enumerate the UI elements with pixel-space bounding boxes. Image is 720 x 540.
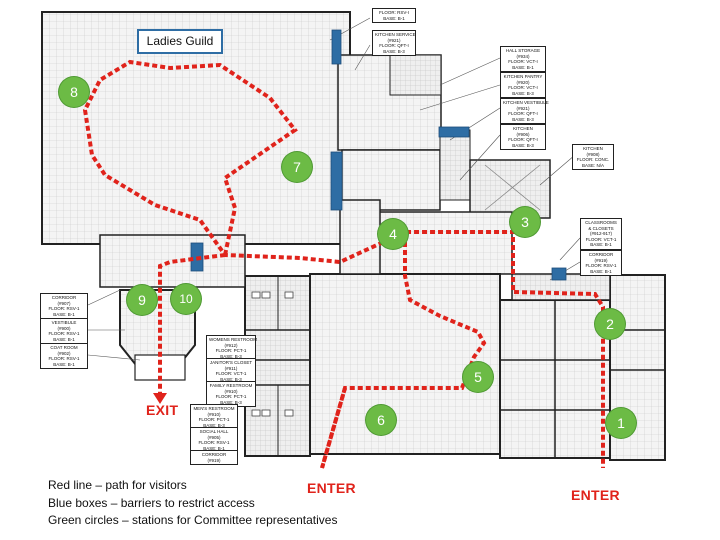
- exit-label: EXIT: [146, 402, 179, 418]
- station-4: 4: [378, 219, 408, 249]
- barrier-hall-right: [330, 151, 343, 211]
- station-1: 1: [606, 408, 636, 438]
- station-7: 7: [282, 152, 312, 182]
- station-10: 10: [171, 284, 201, 314]
- enter-right-label: ENTER: [571, 487, 620, 503]
- station-6: 6: [366, 405, 396, 435]
- station-5: 5: [463, 362, 493, 392]
- legend-green-circles: Green circles – stations for Committee r…: [48, 513, 338, 527]
- station-2: 2: [595, 309, 625, 339]
- exit-arrow: [153, 393, 167, 404]
- legend-red-line: Red line – path for visitors: [48, 478, 187, 492]
- classrooms-block: [499, 273, 666, 461]
- ladies-guild-label: Ladies Guild: [137, 29, 223, 54]
- barriers: [190, 29, 567, 281]
- barrier-corridor: [551, 267, 567, 281]
- enter-center-label: ENTER: [307, 480, 356, 496]
- room-tag-corridor-bottom: CORRIDOR(#919): [190, 450, 238, 465]
- station-9: 9: [127, 285, 157, 315]
- station-3: 3: [510, 207, 540, 237]
- legend: Red line – path for visitors Blue boxes …: [48, 477, 337, 530]
- barrier-kitchen: [438, 126, 470, 138]
- restrooms-block: [244, 275, 311, 457]
- room-tag-kitchen-conc: KITCHEN(#908)FLOOR: CONC.BASE: N/A: [572, 144, 614, 170]
- barrier-top: [331, 29, 342, 65]
- station-8: 8: [59, 77, 89, 107]
- room-tag-classrooms: CLASSROOMS& CLOSETS(#912-917)FLOOR: VCT-…: [580, 218, 622, 250]
- legend-blue-boxes: Blue boxes – barriers to restrict access: [48, 495, 255, 510]
